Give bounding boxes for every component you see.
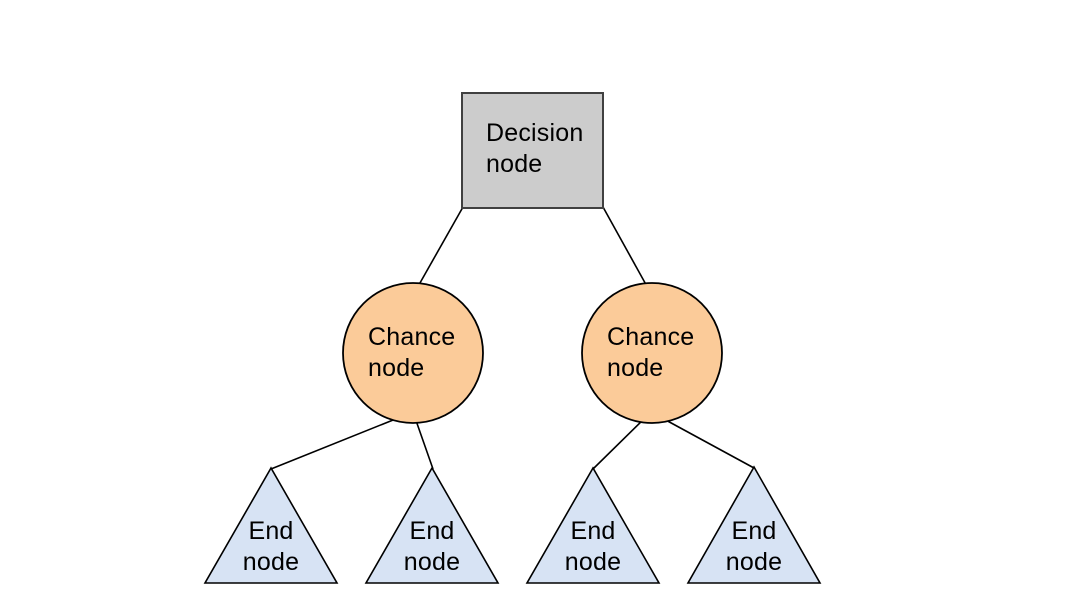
end-node-2-shape: [366, 468, 498, 583]
chance-node-right-label: Chance node: [607, 323, 695, 382]
end-node-3-border: [525, 466, 661, 584]
chance-node-left-shape: [343, 283, 483, 423]
end-node-2-border: [364, 466, 500, 584]
chance-node-right-border: [581, 282, 723, 424]
end-node-1-shape: [205, 468, 337, 583]
end-node-4-border: [686, 465, 822, 584]
decision-node-border: [461, 92, 604, 209]
edge-decision-to-chance-right: [602, 206, 650, 291]
edge-decision-to-chance-left: [415, 206, 464, 291]
chance-node-left-border: [342, 282, 484, 424]
edge-chance-left-to-end-1: [270, 411, 414, 470]
chance-node-left-label: Chance node: [368, 323, 456, 382]
chance-node-right-shape: [582, 283, 722, 423]
end-node-4-label: End node: [725, 517, 783, 576]
decision-node-shape: [462, 93, 603, 208]
end-node-4-shape: [688, 467, 820, 583]
end-node-3-label: End node: [564, 517, 622, 576]
end-node-2-label: End node: [403, 517, 461, 576]
end-node-1-border: [203, 466, 339, 584]
decision-node-label: Decision node: [486, 119, 584, 178]
end-node-3-shape: [527, 468, 659, 583]
end-node-1-label: End node: [242, 517, 300, 576]
